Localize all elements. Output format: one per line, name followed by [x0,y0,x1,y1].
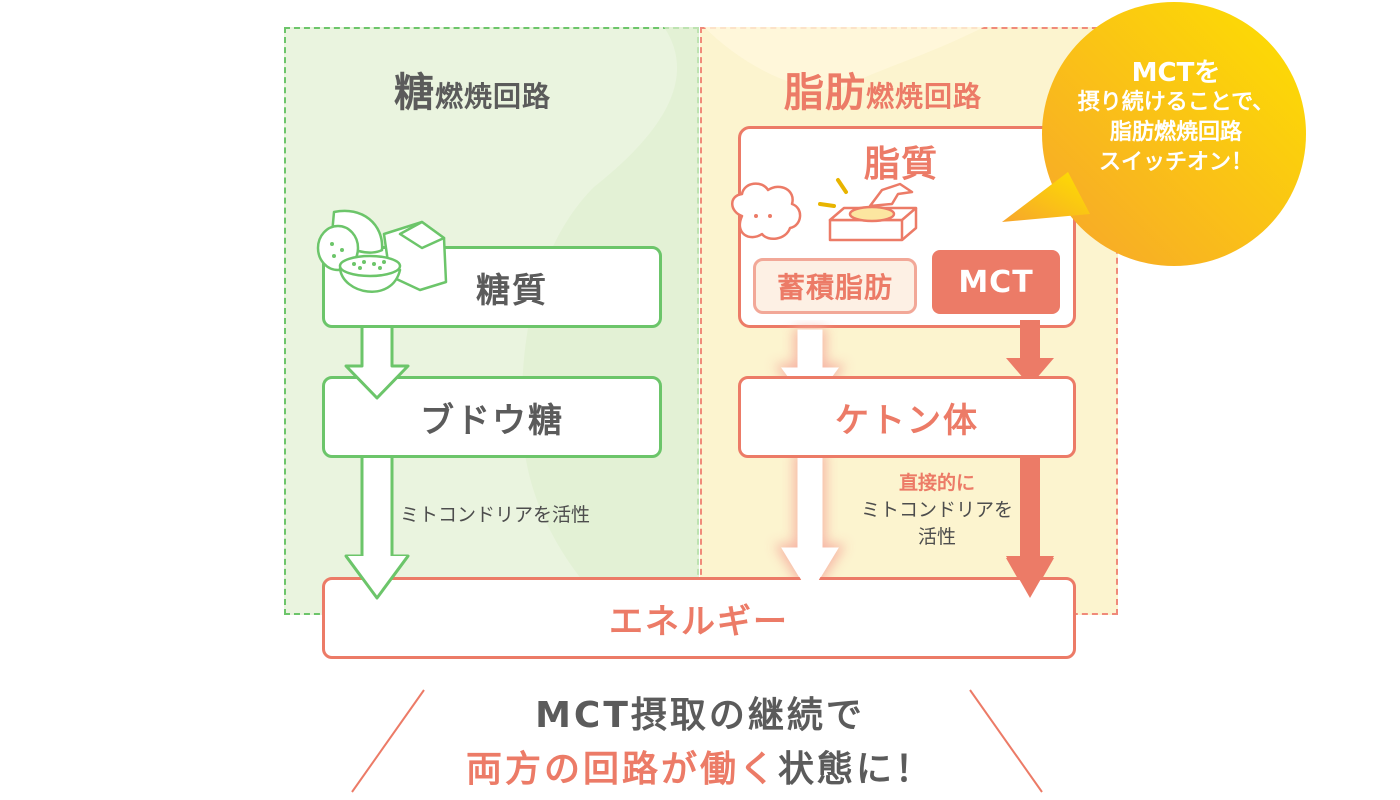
mct-node: MCT [932,250,1060,314]
left-mitochondria-note: ミトコンドリアを活性 [400,504,591,526]
bottom-banner-lines [351,689,1043,793]
speech-bubble-text: MCTを 摂り続けることで、 脂肪燃焼回路 スイッチオン！ [1077,58,1275,175]
bottom-line-1: MCT摂取の継続で [535,695,865,736]
ketone-node: ケトン体 [738,376,1076,458]
bottom-line-2: 両方の回路が働く状態に！ [400,740,1000,792]
bottom-highlight: 両方の回路が働く [465,749,778,790]
food-illustration [316,209,448,293]
speech-bubble-shape [1002,2,1306,266]
switch-press-illustration [731,178,918,242]
stored-fat-node: 蓄積脂肪 [753,258,917,314]
bottom-line-2-rest: 状態に！ [778,749,935,790]
arrow-tips-overlay [344,556,1054,600]
lipid-label: 脂質 [864,144,939,185]
fat-circuit-title: 脂肪燃焼回路 [784,70,983,116]
right-mitochondria-note: 直接的に ミトコンドリアを 活性 [860,472,1013,548]
sugar-circuit-title: 糖燃焼回路 [394,70,552,116]
energy-node: エネルギー [322,577,1076,659]
